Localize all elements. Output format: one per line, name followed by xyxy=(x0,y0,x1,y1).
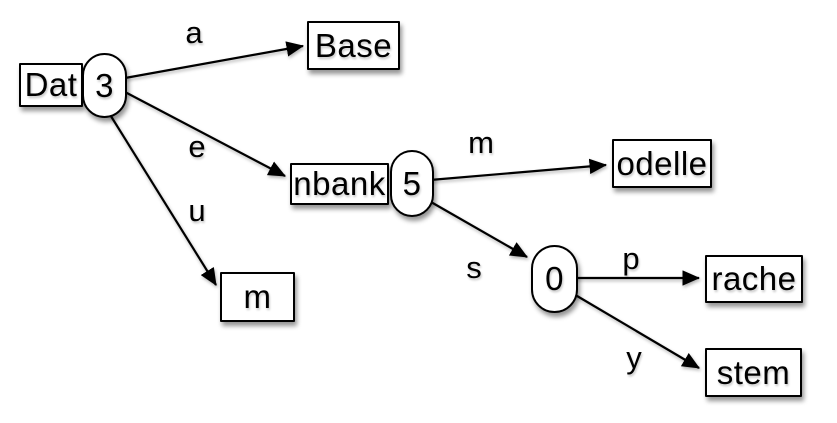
edge-label-y: y xyxy=(626,340,642,375)
edge-e-arrow xyxy=(124,91,286,177)
node-5: 5 xyxy=(390,150,434,217)
edge-u-arrow xyxy=(108,112,217,286)
node-odelle: odelle xyxy=(612,139,712,188)
edge-label-m: m xyxy=(468,125,494,160)
edge-a-arrow xyxy=(124,41,305,80)
edge-y-arrow xyxy=(571,292,700,369)
edge-m-arrow xyxy=(429,158,608,182)
node-base: Base xyxy=(307,21,400,70)
edge-label-u: u xyxy=(188,193,206,228)
node-0: 0 xyxy=(531,245,578,313)
node-rache: rache xyxy=(705,255,803,303)
edge-s-arrow xyxy=(423,197,528,258)
node-3: 3 xyxy=(82,53,127,118)
node-m: m xyxy=(220,272,295,322)
node-nbank: nbank xyxy=(290,163,389,205)
edge-label-p: p xyxy=(622,241,640,276)
node-dat: Dat xyxy=(19,63,83,107)
edge-label-a: a xyxy=(185,15,203,50)
edge-label-s: s xyxy=(466,250,482,285)
node-stem: stem xyxy=(705,348,802,397)
edge-label-e: e xyxy=(188,129,206,164)
